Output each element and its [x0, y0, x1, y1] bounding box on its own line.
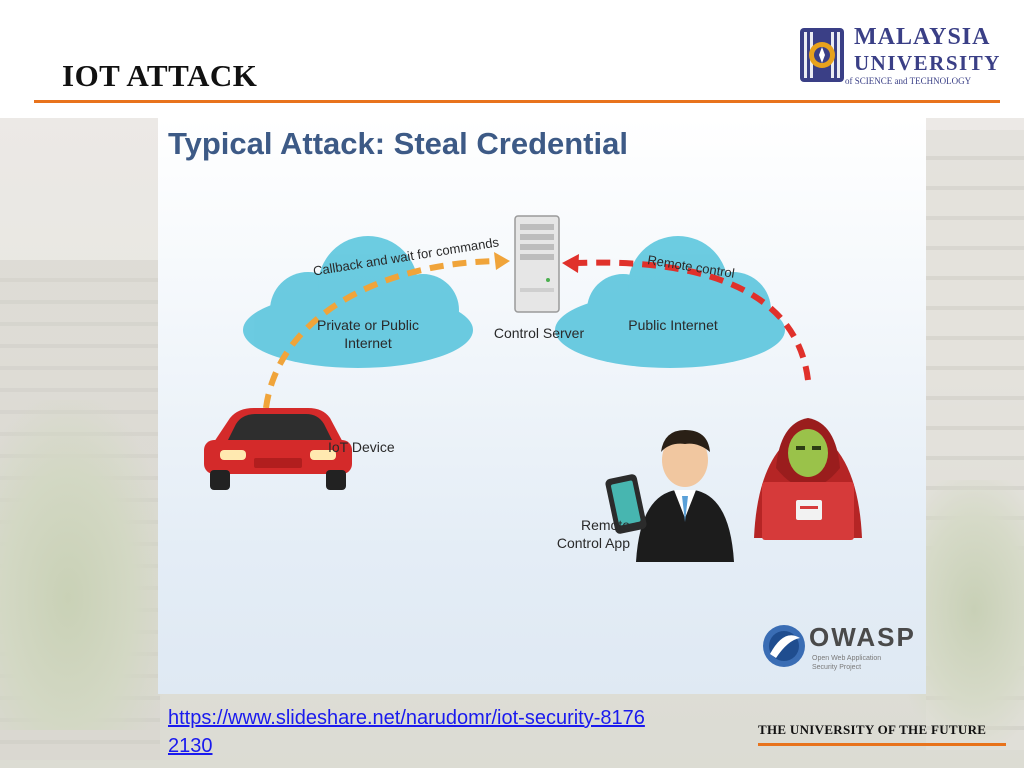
tablet-icon: [605, 474, 647, 534]
hacker-icon: [754, 418, 862, 540]
university-logo: MALAYSIA UNIVERSITY of SCIENCE and TECHN…: [798, 24, 1002, 90]
attack-diagram: Typical Attack: Steal Credential Callbac…: [158, 118, 926, 694]
tagline-divider: [758, 743, 1006, 746]
control-server-label: Control Server: [493, 325, 585, 341]
callback-arrowhead-icon: [494, 252, 510, 270]
control-server-icon: [514, 215, 560, 313]
app-user-icon: [636, 430, 734, 562]
owasp-wordmark: OWASP: [809, 622, 916, 652]
source-link[interactable]: https://www.slideshare.net/narudomr/iot-…: [168, 707, 645, 757]
cloud-right-icon: [555, 236, 785, 368]
remote-control-arrowhead-icon: [562, 254, 579, 273]
diagram-heading: Typical Attack: Steal Credential: [168, 126, 628, 161]
iot-device-label: IoT Device: [328, 439, 395, 455]
owasp-logo-icon: [763, 625, 805, 667]
remote-control-arrow: [575, 259, 811, 381]
remote-app-label: Remote Control App: [556, 517, 630, 551]
logo-line-3: of SCIENCE and TECHNOLOGY: [845, 76, 972, 86]
university-tagline: THE UNIVERSITY OF THE FUTURE: [758, 722, 987, 737]
background-trees-left: [0, 400, 170, 730]
callback-arrow: [263, 258, 499, 409]
header-area: [0, 0, 1024, 118]
diagram-graphics: [204, 215, 862, 667]
title-divider: [34, 100, 1000, 103]
owasp-subtitle: Open Web Application Security Project: [812, 655, 882, 671]
car-icon: [204, 408, 352, 490]
logo-line-1: MALAYSIA: [854, 24, 991, 50]
university-crest-icon: [800, 28, 844, 82]
logo-line-2: UNIVERSITY: [854, 51, 1001, 75]
cloud-right-label: Public Internet: [628, 317, 718, 333]
slide-title: IOT ATTACK: [62, 58, 258, 93]
cloud-left-label: Private or Public Internet: [317, 317, 419, 351]
